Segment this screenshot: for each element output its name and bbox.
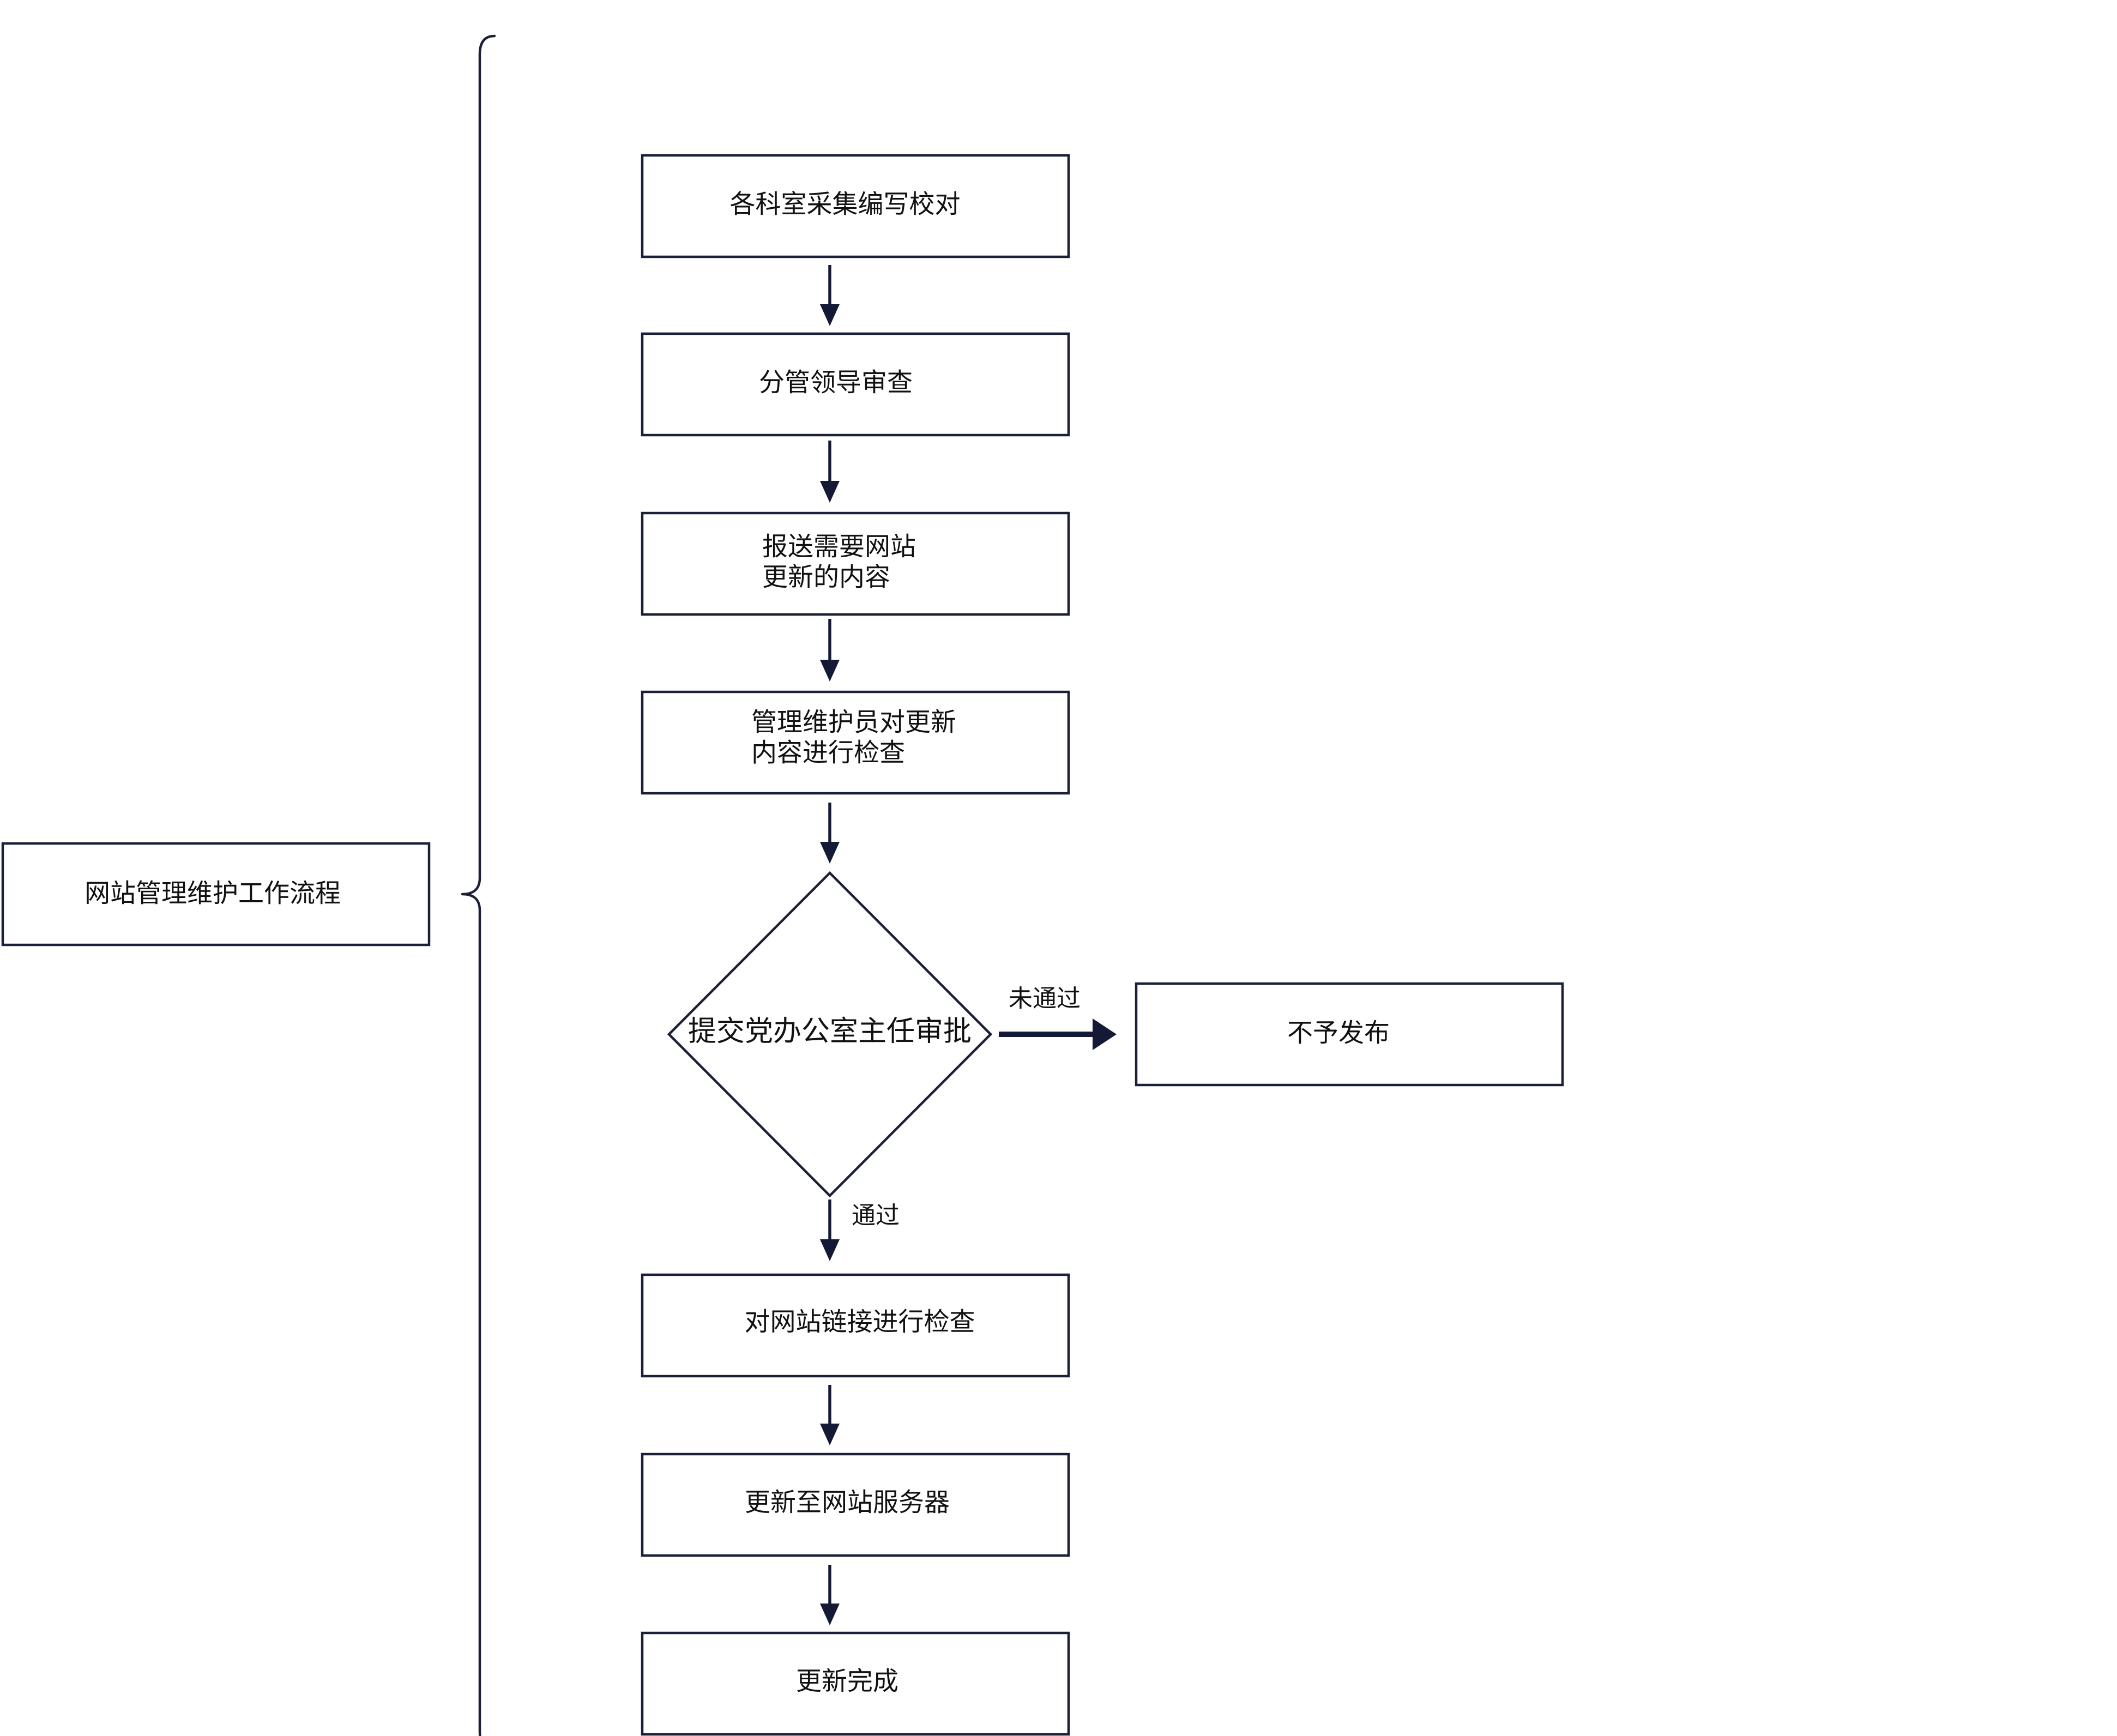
step-collect-node: 各科室采集编写校对 <box>641 154 1070 258</box>
arrow-approve-to-linkcheck <box>820 1199 840 1261</box>
step-review-label: 分管领导审查 <box>759 368 913 398</box>
arrow-approve-to-reject <box>999 1018 1117 1050</box>
step-submit-node: 报送需要网站 更新的内容 <box>641 511 1070 616</box>
arrow-review-to-submit <box>820 441 840 503</box>
root-node: 网站管理维护工作流程 <box>1 842 431 947</box>
step-done-node: 更新完成 <box>641 1631 1070 1736</box>
curly-brace <box>461 34 496 1736</box>
step-submit-label-line2: 更新的内容 <box>762 563 890 593</box>
root-node-label: 网站管理维护工作流程 <box>85 879 341 909</box>
step-check-label-line2: 内容进行检查 <box>751 738 905 768</box>
edge-label-fail: 未通过 <box>1009 985 1081 1012</box>
step-approve-decision: 提交党办公室主任审批 <box>667 871 993 1198</box>
reject-label: 不予发布 <box>1287 1018 1390 1048</box>
step-submit-label-line1: 报送需要网站 <box>762 532 916 562</box>
step-collect-label: 各科室采集编写校对 <box>730 190 961 220</box>
step-linkcheck-label: 对网站链接进行检查 <box>745 1307 975 1337</box>
step-upload-node: 更新至网站服务器 <box>641 1452 1070 1557</box>
step-approve-label: 提交党办公室主任审批 <box>688 1015 972 1048</box>
step-review-node: 分管领导审查 <box>641 332 1070 437</box>
step-done-label: 更新完成 <box>796 1667 898 1697</box>
step-upload-label: 更新至网站服务器 <box>745 1488 950 1518</box>
edge-label-pass: 通过 <box>852 1202 900 1229</box>
arrow-upload-to-done <box>820 1565 840 1625</box>
arrow-submit-to-check <box>820 619 840 682</box>
arrow-collect-to-review <box>820 265 840 326</box>
arrow-linkcheck-to-upload <box>820 1385 840 1445</box>
reject-node: 不予发布 <box>1135 982 1564 1087</box>
arrow-check-to-approve <box>820 803 840 864</box>
step-check-label-line1: 管理维护员对更新 <box>751 708 956 738</box>
step-linkcheck-node: 对网站链接进行检查 <box>641 1273 1070 1378</box>
step-check-node: 管理维护员对更新 内容进行检查 <box>641 690 1070 795</box>
